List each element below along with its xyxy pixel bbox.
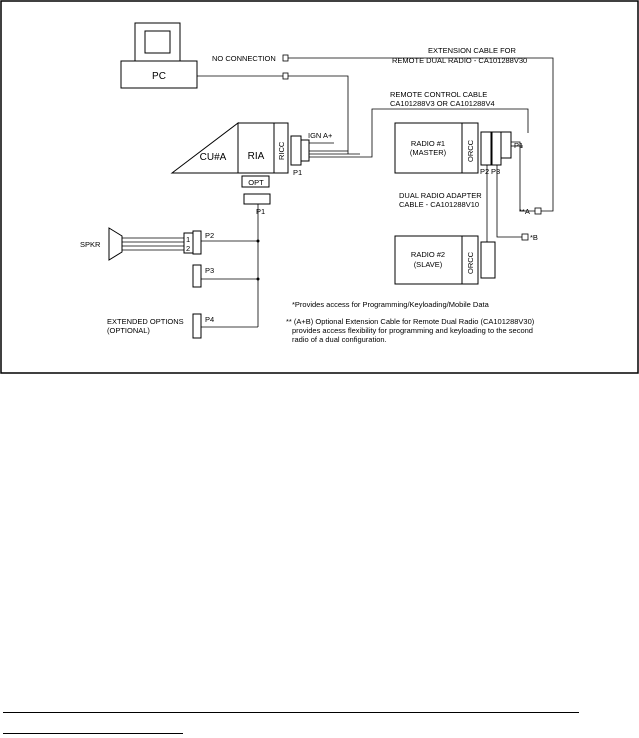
pc-cable-terminal [282,72,289,80]
extended-options-label-2: (OPTIONAL) [107,326,150,335]
no-connection-terminal [282,54,289,62]
ria-label: RIA [248,151,265,162]
marker-a-terminal [534,207,542,215]
pc-label: PC [152,71,166,82]
p4-label: P4 [205,315,214,324]
extension-cable-label-1: EXTENSION CABLE FOR [428,46,517,55]
pc-to-ria-line [288,75,349,154]
diagram-border [0,0,639,374]
radio-1-orcc-label: ORCC [466,139,475,162]
ria-p1-connector [290,135,302,166]
speaker-pin-2: 2 [186,244,190,253]
marker-b-label: *B [530,233,538,242]
cabling-diagram: PC NO CONNECTION EXTENSION CABLE FOR REM… [0,0,639,374]
ricc-p1-label: P1 [293,168,302,177]
speaker-pin-1: 1 [186,235,190,244]
note-extension-2: provides access flexibility for programm… [292,326,533,335]
separator-rule-long [3,712,579,713]
ign-label: IGN A+ [308,131,333,140]
pc-computer: PC [120,22,198,89]
p4-connector [192,313,202,339]
ricc-label: RICC [277,141,286,160]
radio-1-role: (MASTER) [410,148,447,157]
remote-control-cable-label-1: REMOTE CONTROL CABLE [390,90,487,99]
radio-2-role: (SLAVE) [414,260,443,269]
note-extension-3: radio of a dual configuration. [292,335,387,344]
spkr-label: SPKR [80,240,101,249]
radio-2-label: RADIO #2 [411,250,445,259]
note-access: *Provides access for Programming/Keyload… [292,300,490,309]
opt-label: OPT [248,178,264,187]
extension-cable-label-2: REMOTE DUAL RADIO - CA101288V30 [392,56,527,65]
radio-2-slave: RADIO #2 (SLAVE) ORCC [394,235,496,285]
ria-p1-label: P1 [256,207,265,216]
radio-1-p1-label: P1 [514,141,523,150]
speaker: SPKR 1 2 [80,227,202,261]
p3-label: P3 [205,266,214,275]
remote-control-cable-label-2: CA101288V3 OR CA101288V4 [390,99,495,108]
cu-label: CU#A [200,152,227,163]
radio-1-p3-label: P3 [491,167,500,176]
cu-unit: CU#A [170,121,239,174]
note-extension-1: ** (A+B) Optional Extension Cable for Re… [286,317,535,326]
ria-unit: RIA RICC OPT P1 [237,122,289,216]
extended-options-label-1: EXTENDED OPTIONS [107,317,184,326]
radio-1-master: RADIO #1 (MASTER) ORCC P2 P3 P1 [394,122,523,176]
p2-label: P2 [205,231,214,240]
radio-1-label: RADIO #1 [411,139,445,148]
marker-b-terminal [521,233,529,241]
extension-cable-line [288,57,554,212]
dual-radio-adapter-label-1: DUAL RADIO ADAPTER [399,191,482,200]
p3-connector [192,264,202,288]
radio-1-p2-label: P2 [480,167,489,176]
radio-2-orcc-label: ORCC [466,251,475,274]
remote-control-cable-line [309,108,529,158]
separator-rule-short [3,733,183,734]
dual-radio-adapter-label-2: CABLE - CA101288V10 [399,200,479,209]
no-connection-label: NO CONNECTION [212,54,276,63]
marker-a-label: **A [519,207,530,216]
